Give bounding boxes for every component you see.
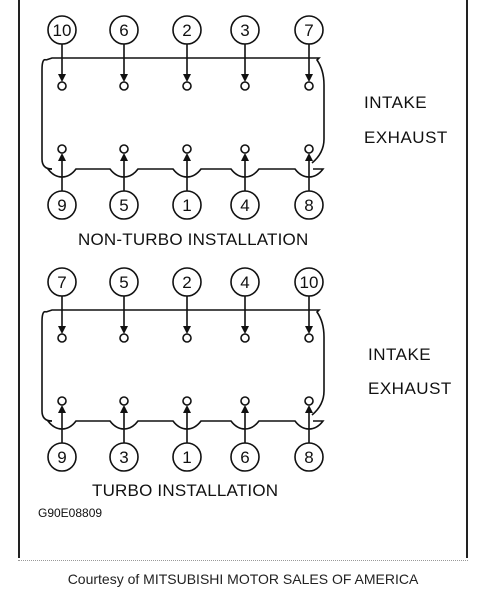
non-turbo-top-number-4: 3 xyxy=(240,21,249,40)
non-turbo-bottom-circle-5 xyxy=(294,190,324,220)
non-turbo-top-bolt-1 xyxy=(57,81,67,91)
non-turbo-top-number-1: 10 xyxy=(53,21,72,40)
turbo-top-bolt-4 xyxy=(240,333,250,343)
courtesy-text: Courtesy of MITSUBISHI MOTOR SALES OF AM… xyxy=(18,560,468,590)
non-turbo-bottom-bolt-4 xyxy=(240,144,250,154)
non-turbo-bottom-bolt-2 xyxy=(119,144,129,154)
non-turbo-bottom-bolt-3 xyxy=(182,144,192,154)
figure-code: G90E08809 xyxy=(38,506,103,520)
non-turbo-bottom-number-4: 4 xyxy=(240,196,249,215)
non-turbo-top-number-3: 2 xyxy=(182,21,191,40)
turbo-bottom-circle-1 xyxy=(47,442,77,472)
non-turbo-exhaust-label: EXHAUST xyxy=(364,128,448,147)
turbo-bottom-bolt-1 xyxy=(57,396,67,406)
turbo-bottom-number-2: 3 xyxy=(119,448,128,467)
non-turbo-top-number-2: 6 xyxy=(119,21,128,40)
turbo-top-number-2: 5 xyxy=(119,273,128,292)
turbo-top-number-4: 4 xyxy=(240,273,249,292)
turbo-outline-left xyxy=(41,310,53,422)
turbo-exhaust-label: EXHAUST xyxy=(368,379,452,398)
turbo-bottom-number-1: 9 xyxy=(57,448,66,467)
turbo-top-bolt-1 xyxy=(57,333,67,343)
turbo-outline-bottom xyxy=(46,420,325,430)
turbo-bottom-circle-4 xyxy=(230,442,260,472)
turbo-intake-label: INTAKE xyxy=(368,345,432,364)
non-turbo-top-bolt-2 xyxy=(119,81,129,91)
page-frame xyxy=(18,0,468,558)
turbo-top-number-1: 7 xyxy=(57,273,66,292)
turbo-bottom-bolt-4 xyxy=(240,396,250,406)
non-turbo-bottom-circle-2 xyxy=(109,190,139,220)
turbo-top-bolt-5 xyxy=(304,333,314,343)
non-turbo-bottom-number-5: 8 xyxy=(304,196,313,215)
non-turbo-top-bolt-3 xyxy=(182,81,192,91)
turbo-top-number-3: 2 xyxy=(182,273,191,292)
non-turbo-intake-label: INTAKE xyxy=(364,93,428,112)
non-turbo-bottom-number-2: 5 xyxy=(119,196,128,215)
non-turbo-top-bolt-4 xyxy=(240,81,250,91)
turbo-top-bolt-2 xyxy=(119,333,129,343)
non-turbo-bottom-number-3: 1 xyxy=(182,196,191,215)
non-turbo-caption: NON-TURBO INSTALLATION xyxy=(78,230,309,249)
non-turbo-bottom-bolt-5 xyxy=(304,144,314,154)
non-turbo-bottom-circle-1 xyxy=(47,190,77,220)
non-turbo-top-bolt-5 xyxy=(304,81,314,91)
turbo-bottom-number-5: 8 xyxy=(304,448,313,467)
non-turbo-outline-left xyxy=(41,58,53,170)
turbo-bottom-circle-5 xyxy=(294,442,324,472)
turbo-bottom-number-3: 1 xyxy=(182,448,191,467)
turbo-bottom-bolt-5 xyxy=(304,396,314,406)
bolt-sequence-diagram: 10 6 2 3 7 9 5 1 4 8 7 5 2 4 10 9 3 1 6 8 xyxy=(41,15,325,472)
turbo-top-bolt-3 xyxy=(182,333,192,343)
turbo-bottom-circle-3 xyxy=(172,442,202,472)
turbo-caption: TURBO INSTALLATION xyxy=(92,481,279,500)
non-turbo-bottom-bolt-1 xyxy=(57,144,67,154)
turbo-outline-top xyxy=(45,309,325,416)
non-turbo-bottom-circle-3 xyxy=(172,190,202,220)
turbo-bottom-bolt-2 xyxy=(119,396,129,406)
non-turbo-outline-top xyxy=(45,57,325,164)
turbo-bottom-circle-2 xyxy=(109,442,139,472)
non-turbo-bottom-number-1: 9 xyxy=(57,196,66,215)
turbo-top-number-5: 10 xyxy=(300,273,319,292)
non-turbo-outline-bottom xyxy=(46,168,325,178)
non-turbo-top-number-5: 7 xyxy=(304,21,313,40)
turbo-bottom-number-4: 6 xyxy=(240,448,249,467)
non-turbo-bottom-circle-4 xyxy=(230,190,260,220)
turbo-bottom-bolt-3 xyxy=(182,396,192,406)
